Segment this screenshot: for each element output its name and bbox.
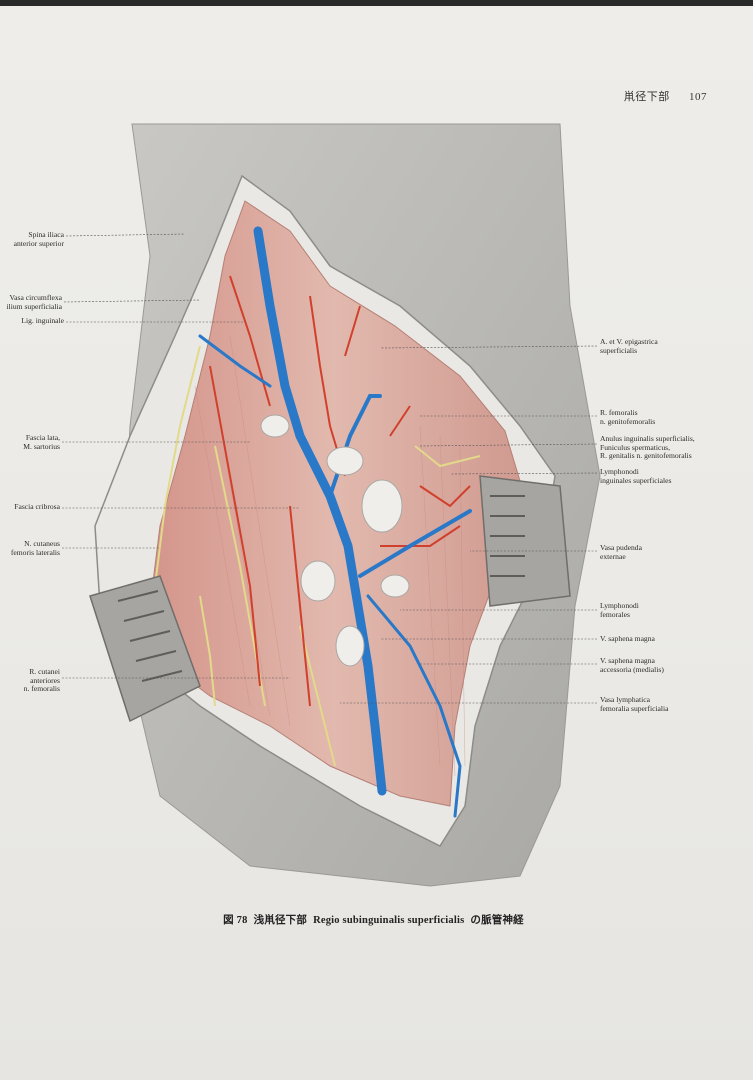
- label-fascia-lata: Fascia lata, M. sartorius: [23, 433, 60, 451]
- right-retractor: [479, 475, 571, 607]
- nerve-lines: [154, 345, 481, 767]
- right-leader-lines: [340, 345, 598, 704]
- anatomical-illustration: [62, 123, 601, 887]
- label-vasa-lymphatica: Vasa lymphatica femoralia superficialia: [600, 695, 669, 713]
- left-leader-lines: [62, 233, 300, 679]
- book-page: 鼡径下部 107: [0, 6, 753, 1080]
- label-v-saphena-magna: V. saphena magna: [600, 634, 655, 643]
- label-vasa-circumflexa: Vasa circumflexa ilium superficialia: [6, 293, 62, 311]
- figure-caption: 図 78 浅鼡径下部 Regio subinguinalis superficial…: [0, 912, 753, 927]
- label-lig-inguinale: Lig. inguinale: [21, 316, 64, 325]
- lymph-nodes: [260, 414, 410, 667]
- running-header: 鼡径下部 107: [624, 88, 707, 104]
- caption-latin-title: Regio subinguinalis superficialis: [313, 915, 465, 926]
- page-number: 107: [689, 91, 707, 103]
- caption-suffix: の脈管神経: [470, 915, 524, 926]
- label-anulus-inguinalis: Anulus inguinalis superficialis, Funicul…: [600, 434, 695, 461]
- label-fascia-cribrosa: Fascia cribrosa: [14, 502, 60, 511]
- label-spina-iliaca: Spina iliaca anterior superior: [13, 230, 64, 248]
- label-r-cutanei: R. cutanei anteriores n. femoralis: [23, 667, 60, 694]
- figure-number: 図 78: [223, 915, 248, 926]
- label-v-saphena-accessoria: V. saphena magna accessoria (medialis): [600, 656, 664, 674]
- label-epigastrica: A. et V. epigastrica superficialis: [600, 337, 658, 355]
- label-lymphonodi-femorales: Lymphonodi femorales: [600, 601, 639, 619]
- label-r-femoralis: R. femoralis n. genitofemoralis: [600, 408, 656, 426]
- label-lymphonodi-inguinales: Lymphonodi inguinales superficiales: [600, 467, 672, 485]
- label-n-cutaneus: N. cutaneus femoris lateralis: [10, 539, 60, 557]
- label-vasa-pudenda: Vasa pudenda externae: [600, 543, 642, 561]
- section-title: 鼡径下部: [623, 91, 670, 103]
- caption-jp-title: 浅鼡径下部: [253, 915, 308, 926]
- left-retractor: [89, 575, 201, 723]
